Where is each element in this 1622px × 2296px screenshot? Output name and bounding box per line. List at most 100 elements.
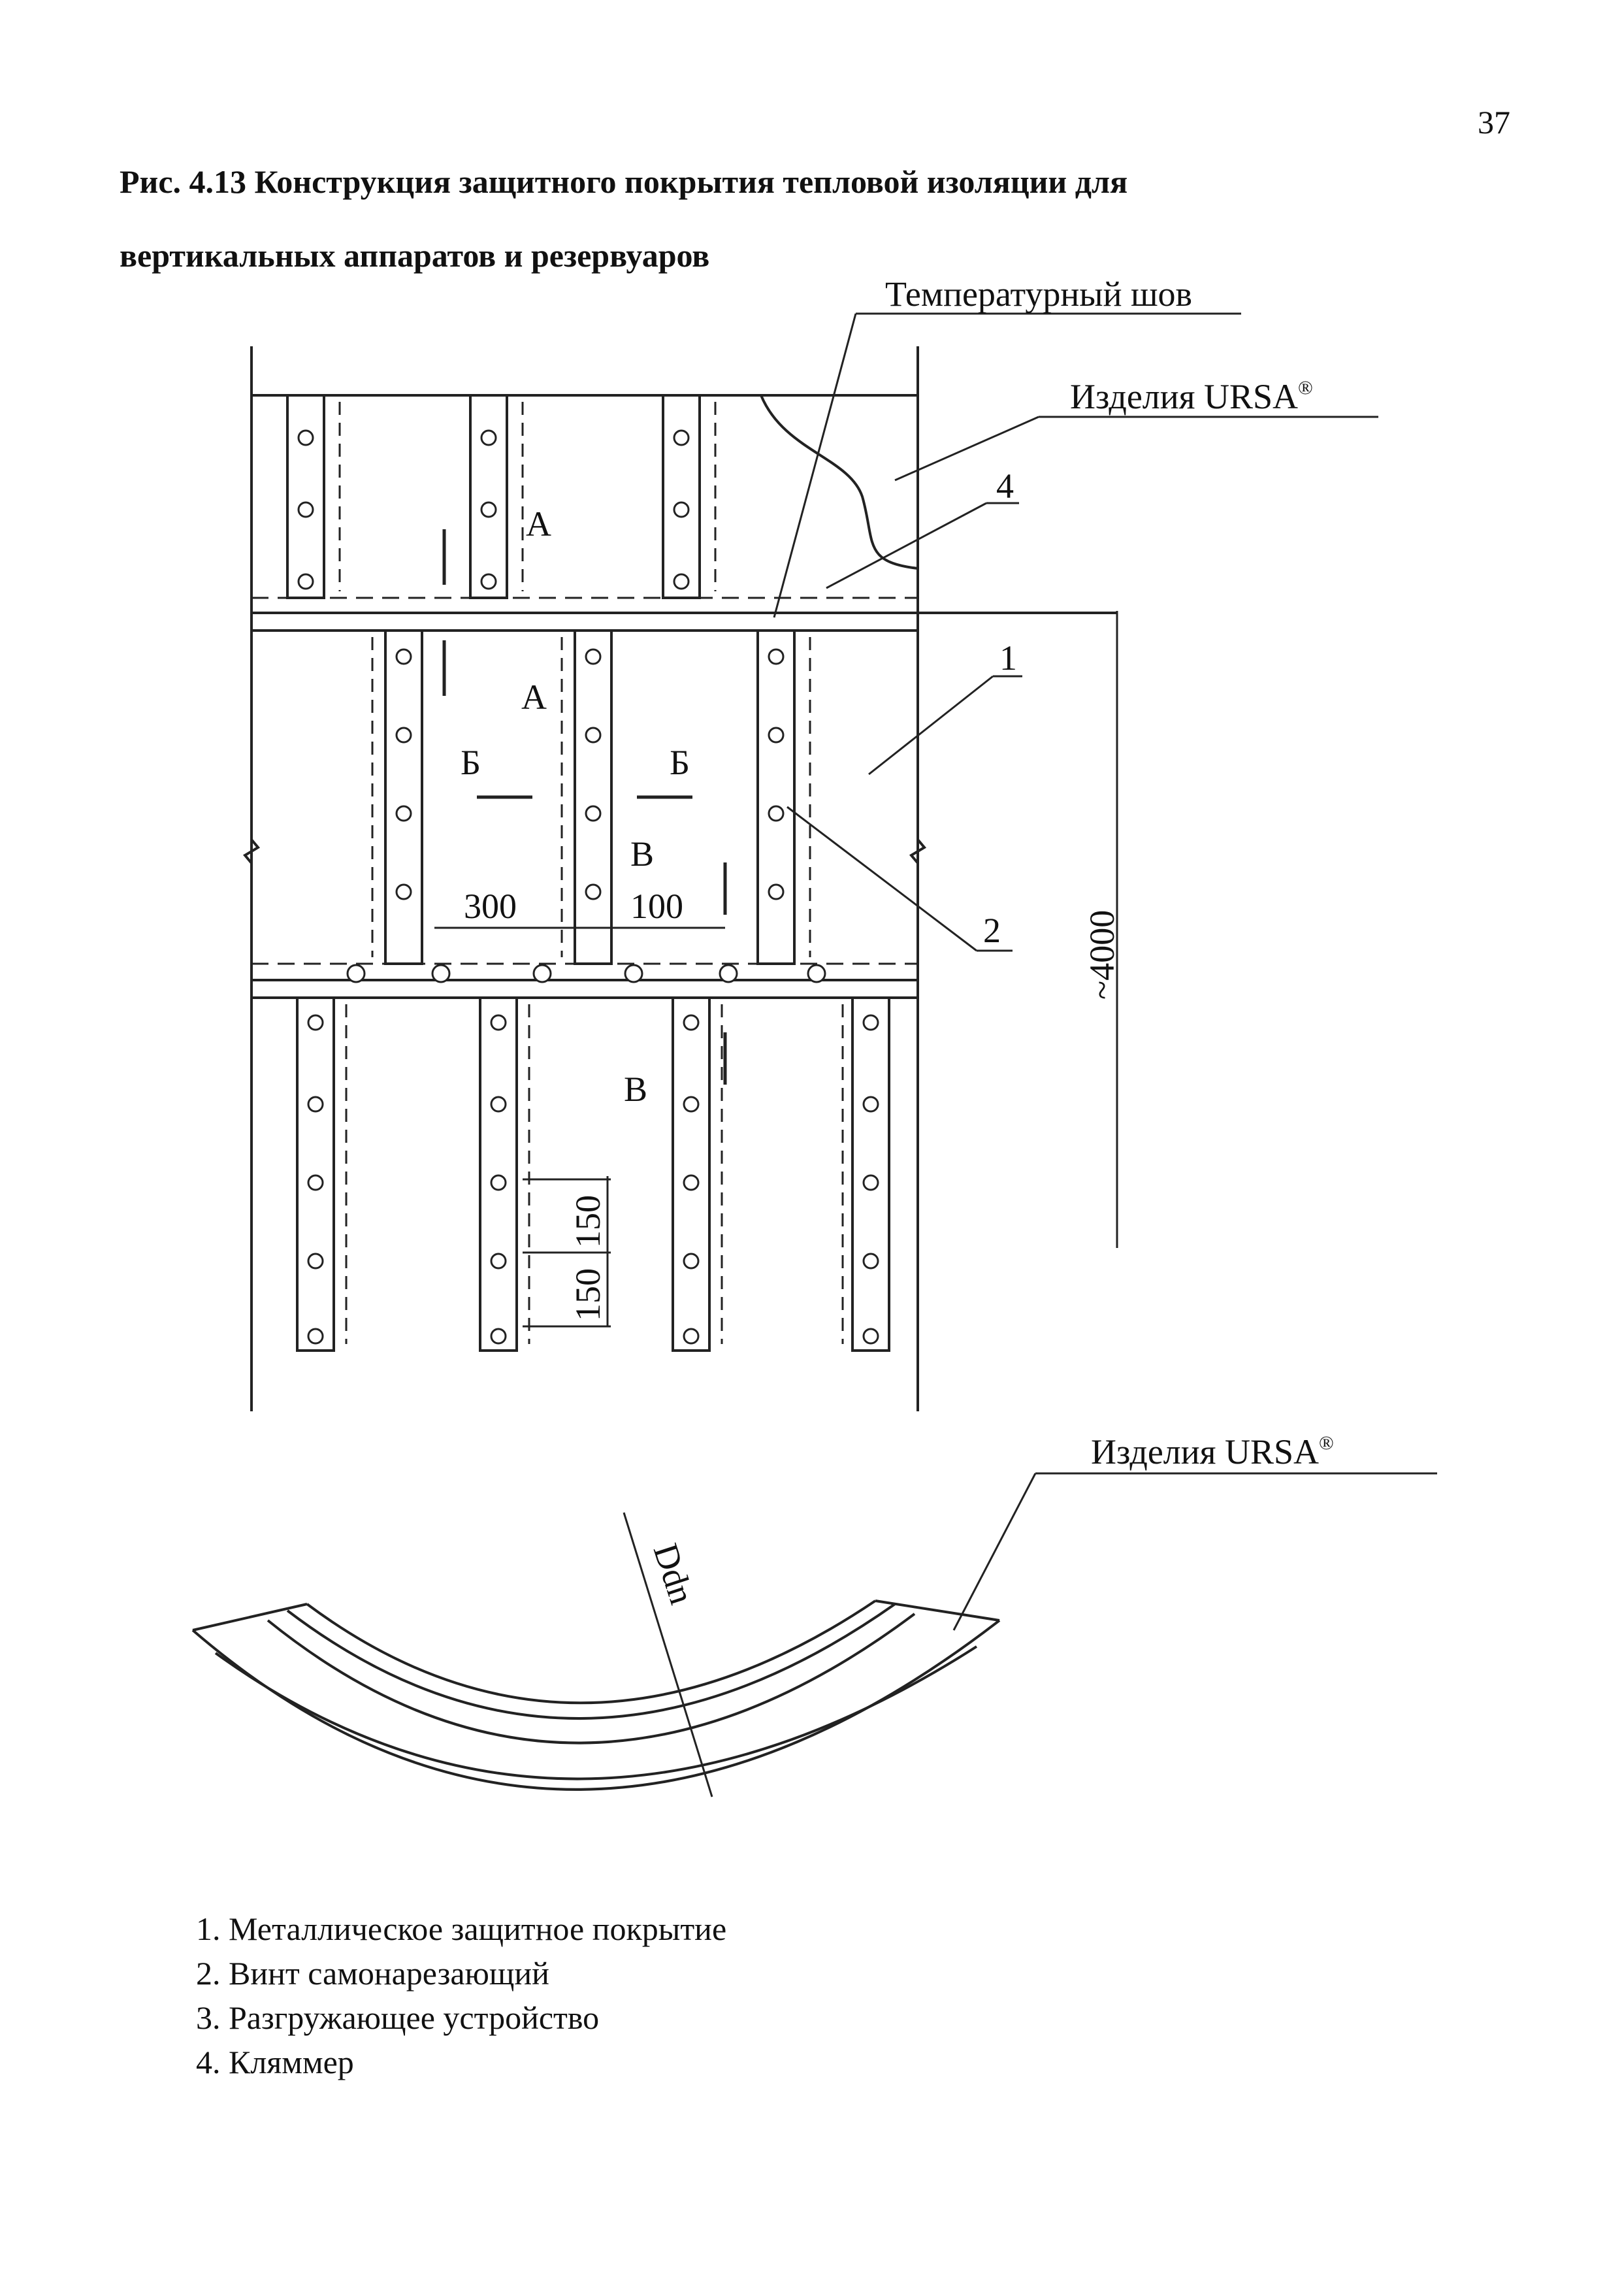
label-section-v-upper: В	[630, 834, 654, 874]
label-dim-4000: ~4000	[1082, 910, 1122, 1000]
screw-r2-e	[585, 648, 602, 665]
break-mark-right	[909, 838, 927, 864]
seam-strip-r1-2	[469, 394, 508, 599]
ursa-bottom-leader	[952, 1473, 1037, 1631]
legend-list: 1. Металлическое защитное покрытие 2. Ви…	[196, 1907, 726, 2084]
label-callout-2: 2	[983, 911, 1001, 950]
vessel-wall-outer-arc	[286, 1603, 896, 1720]
screw-r1-c	[297, 573, 314, 590]
callout-2-leader	[787, 806, 977, 952]
legend-item-2: 2. Винт самонарезающий	[196, 1955, 549, 1992]
joint-screw-6	[807, 964, 826, 983]
legend-item-1: 1. Металлическое защитное покрытие	[196, 1911, 727, 1947]
screw-r2-i	[768, 648, 785, 665]
seam-strip-r3-2	[479, 996, 518, 1352]
legend-item-3: 3. Разгружающее устройство	[196, 1999, 600, 2036]
joint-screw-3	[532, 964, 552, 983]
screw-r1-g	[673, 429, 690, 446]
screw-r3-p	[862, 1014, 879, 1031]
label-dim-300: 300	[464, 887, 517, 926]
callout-1-leader	[868, 675, 994, 776]
joint-screw-2	[431, 964, 451, 983]
screw-r3-c	[307, 1174, 324, 1191]
seam-strip-r2-1	[384, 629, 423, 965]
label-callout-1: 1	[999, 638, 1017, 678]
screw-r2-f	[585, 727, 602, 744]
figure-caption-line-2: вертикальных аппаратов и резервуаров	[120, 237, 710, 274]
label-section-b-left: Б	[461, 743, 481, 782]
screw-r3-q	[862, 1096, 879, 1113]
screw-r2-l	[768, 883, 785, 900]
label-ursa-bottom: Изделия URSA®	[1091, 1432, 1334, 1471]
label-section-a-upper: А	[526, 504, 551, 544]
screw-r1-a	[297, 429, 314, 446]
callout-4-leader	[826, 502, 987, 589]
screw-r2-b	[395, 727, 412, 744]
legend-item-4: 4. Кляммер	[196, 2044, 354, 2080]
screw-r3-a	[307, 1014, 324, 1031]
screw-r1-d	[480, 429, 497, 446]
seam-strip-r3-4	[851, 996, 890, 1352]
screw-r3-s	[862, 1253, 879, 1270]
joint-screw-1	[346, 964, 366, 983]
screw-r3-k	[683, 1014, 700, 1031]
label-dim-100: 100	[630, 887, 683, 926]
screw-r3-i	[490, 1253, 507, 1270]
screw-r2-d	[395, 883, 412, 900]
seam-strip-r3-3	[672, 996, 711, 1352]
screw-r1-i	[673, 573, 690, 590]
screw-r2-k	[768, 805, 785, 822]
figure-caption-line-1: Рис. 4.13 Конструкция защитного покрытия…	[120, 163, 1128, 200]
screw-r1-b	[297, 501, 314, 518]
screw-r3-m	[683, 1174, 700, 1191]
cross-section-view	[191, 1599, 1001, 1791]
page-number: 37	[1478, 104, 1510, 140]
label-temperature-joint: Температурный шов	[885, 274, 1192, 314]
screw-r3-r	[862, 1174, 879, 1191]
screw-r3-h	[490, 1174, 507, 1191]
joint-screw-4	[624, 964, 643, 983]
screw-r3-o	[683, 1328, 700, 1345]
seam-strip-r2-2	[574, 629, 613, 965]
cladding-left-edge	[192, 1603, 308, 1632]
seam-strip-r3-1	[296, 996, 335, 1352]
screw-r3-e	[307, 1328, 324, 1345]
label-section-a-lower: А	[521, 678, 547, 717]
screw-r1-e	[480, 501, 497, 518]
cladding-outer-arc	[191, 1619, 1001, 1791]
seam-strip-r2-3	[756, 629, 796, 965]
cladding-right-edge	[875, 1599, 1000, 1622]
screw-r3-j	[490, 1328, 507, 1345]
label-section-v-lower: В	[624, 1070, 647, 1109]
dimension-lines	[434, 312, 1437, 1797]
screw-r3-l	[683, 1096, 700, 1113]
screw-r2-c	[395, 805, 412, 822]
ursa-top-leader	[894, 416, 1039, 482]
screw-r3-t	[862, 1328, 879, 1345]
vessel-wall-inner-arc	[306, 1599, 877, 1705]
label-ursa-top: Изделия URSA®	[1070, 377, 1313, 416]
registered-mark-bottom: ®	[1319, 1432, 1334, 1454]
screw-r3-g	[490, 1096, 507, 1113]
seam-strip-r1-1	[286, 394, 325, 599]
label-dim-150-a: 150	[568, 1195, 608, 1248]
temperature-joint-leader	[773, 313, 857, 618]
screw-r2-a	[395, 648, 412, 665]
figure-caption: Рис. 4.13 Конструкция защитного покрытия…	[120, 145, 1524, 293]
diameter-dim-line	[623, 1512, 713, 1797]
joint-screw-5	[719, 964, 738, 983]
screw-r2-h	[585, 883, 602, 900]
screw-r2-j	[768, 727, 785, 744]
seam-strip-r1-3	[662, 394, 701, 599]
registered-mark-top: ®	[1298, 377, 1313, 399]
screw-r1-h	[673, 501, 690, 518]
screw-r3-n	[683, 1253, 700, 1270]
elevation-view	[242, 346, 1117, 1411]
break-mark-left	[242, 838, 261, 864]
section-markers	[442, 529, 727, 1085]
screw-r1-f	[480, 573, 497, 590]
screw-r3-d	[307, 1253, 324, 1270]
insulation-inner-arc	[267, 1613, 916, 1745]
label-callout-4: 4	[996, 467, 1014, 506]
